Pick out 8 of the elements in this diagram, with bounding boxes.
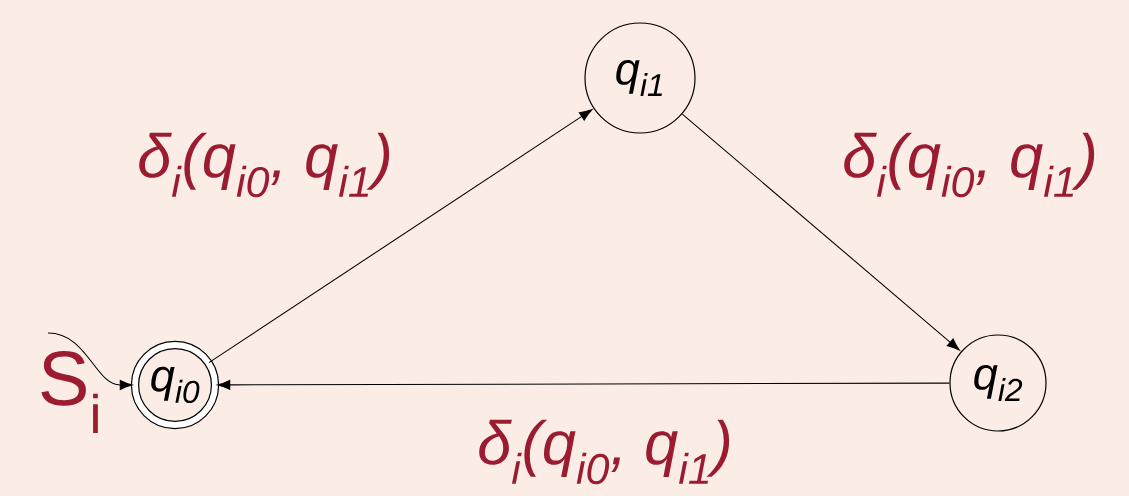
start-label: S$_{i}$ [41, 351, 98, 433]
edge-label: δ$_{i}$(q$_{i0}$, q$_{i1}$) [139, 132, 390, 198]
arrow [208, 109, 593, 364]
edge-label: δ$_{i}$(q$_{i0}$, q$_{i1}$) [844, 132, 1095, 198]
arrow [217, 379, 950, 390]
arrow [681, 113, 960, 351]
arrow [47, 332, 133, 390]
edge-label: δ$_{i}$(q$_{i0}$, q$_{i1}$) [479, 419, 730, 485]
